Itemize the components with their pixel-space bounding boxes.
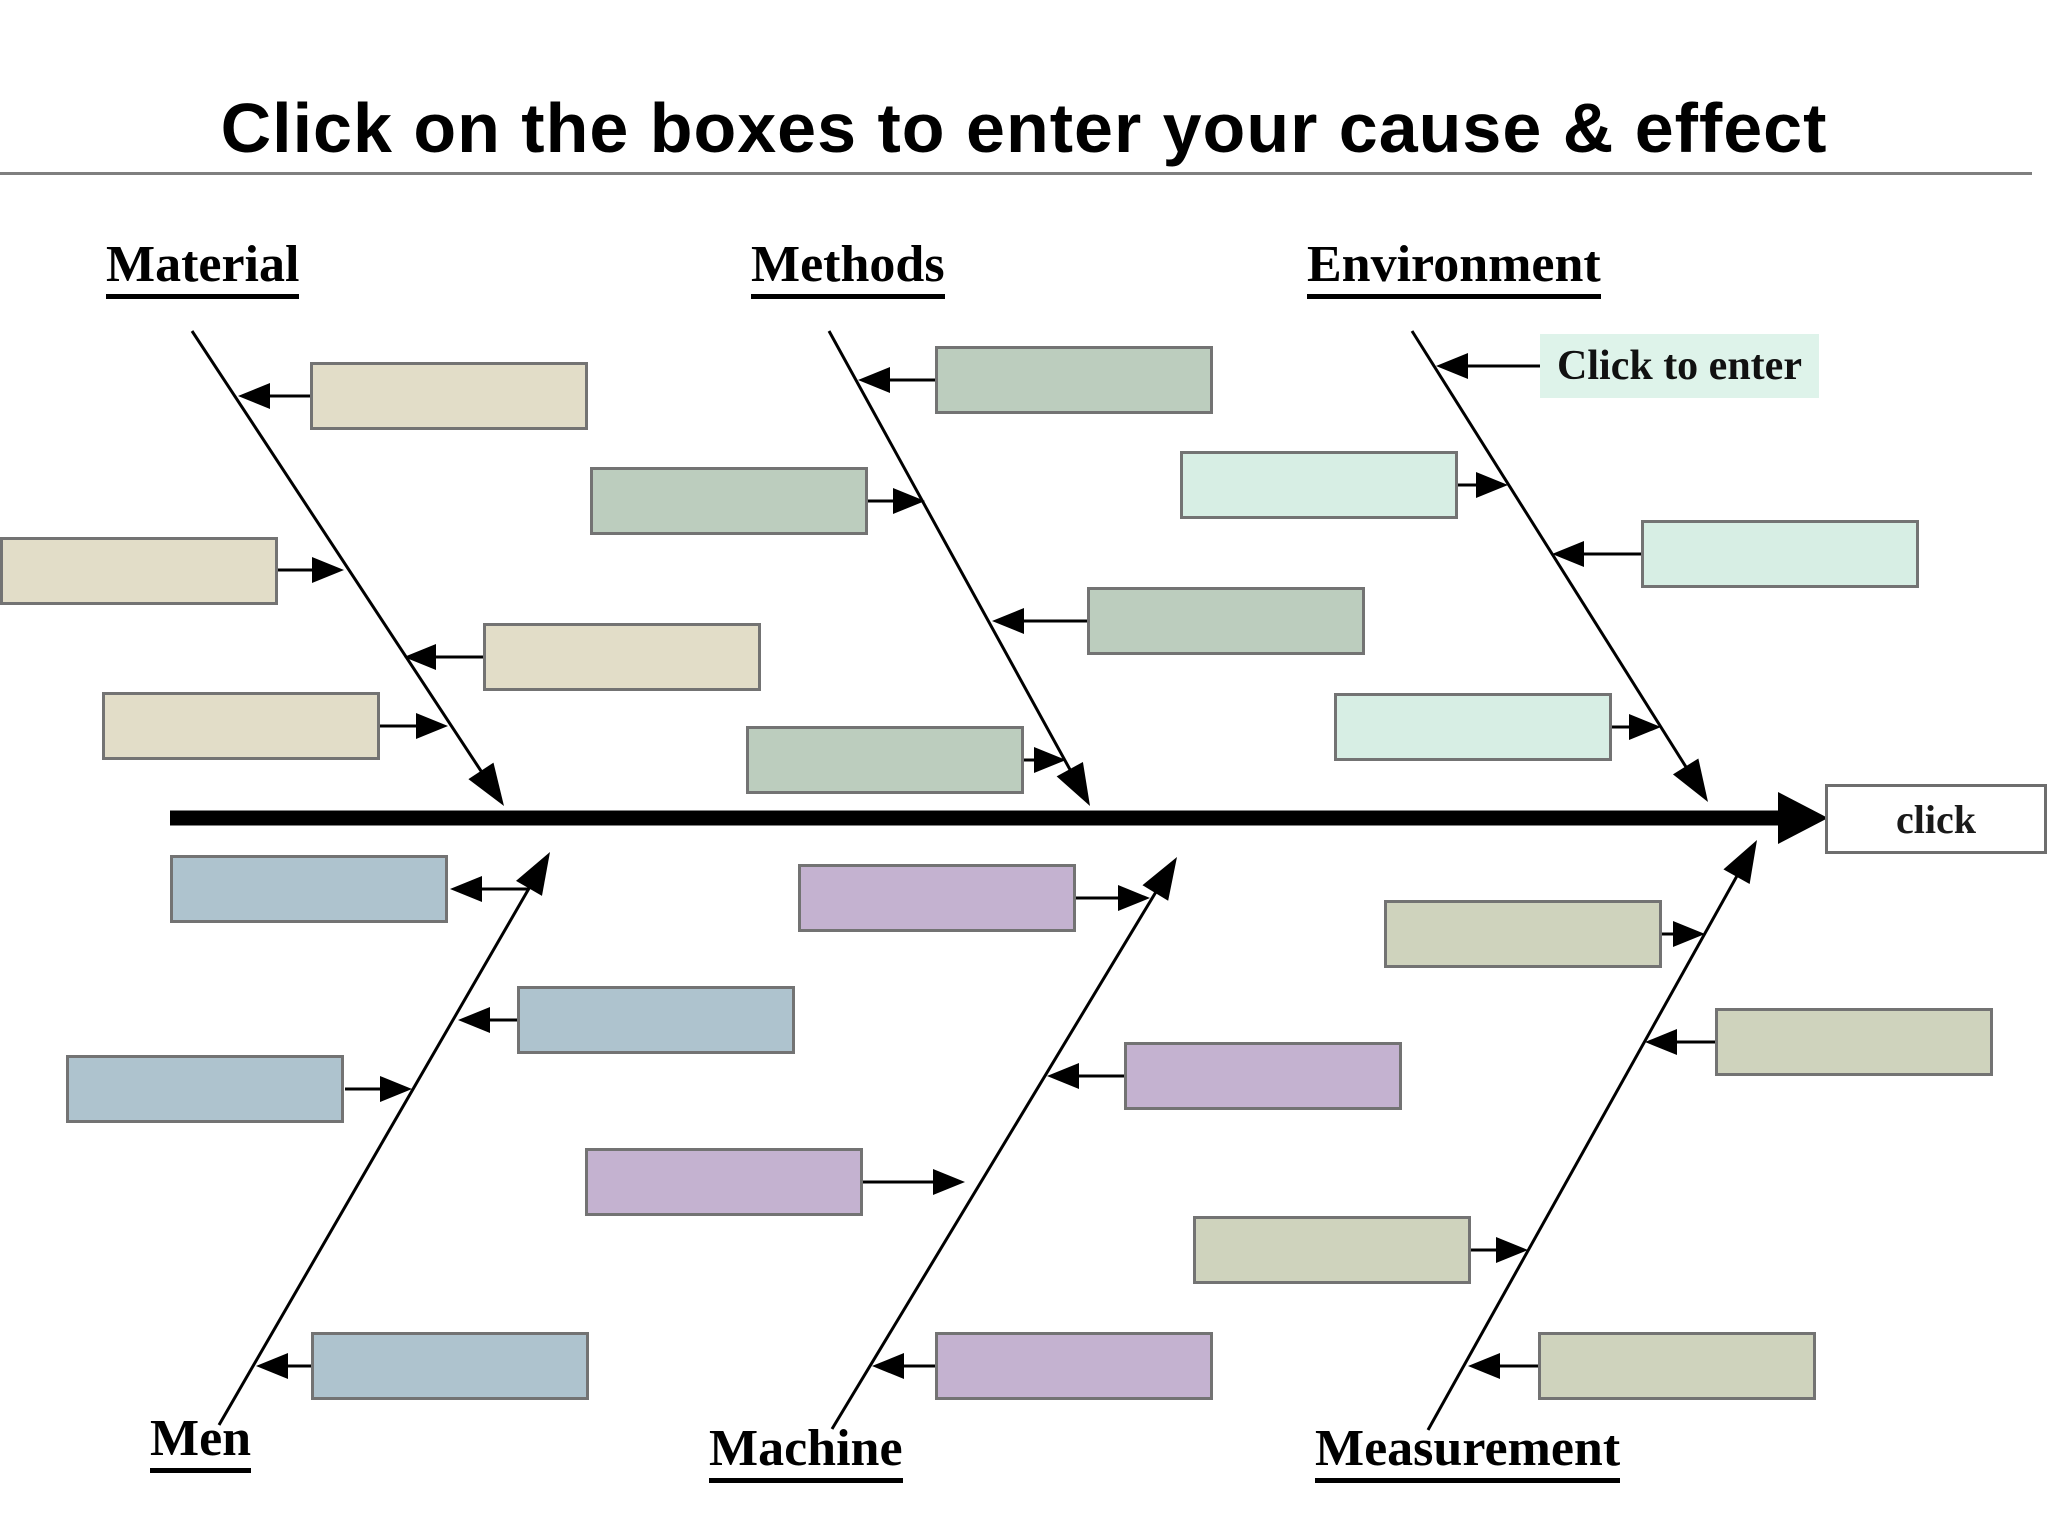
environment-cause-2-arrowhead bbox=[1552, 541, 1584, 567]
category-label-environment: Environment bbox=[1307, 237, 1601, 299]
methods-rib-arrowhead bbox=[1056, 761, 1090, 806]
cause-box-machine-3[interactable] bbox=[585, 1148, 863, 1216]
men-cause-4-arrowhead bbox=[256, 1353, 288, 1379]
measurement-cause-4-arrowhead bbox=[1468, 1353, 1500, 1379]
cause-box-environment-3[interactable] bbox=[1334, 693, 1612, 761]
machine-rib-arrowhead bbox=[1142, 857, 1177, 901]
methods-cause-4-arrowhead bbox=[1034, 747, 1066, 773]
cause-box-material-4[interactable] bbox=[102, 692, 380, 760]
men-cause-3-arrowhead bbox=[380, 1076, 412, 1102]
cause-box-environment-1[interactable] bbox=[1180, 451, 1458, 519]
machine-cause-4-arrowhead bbox=[872, 1353, 904, 1379]
cause-box-methods-2[interactable] bbox=[590, 467, 868, 535]
environment-rib-arrowhead bbox=[1672, 758, 1708, 802]
cause-box-methods-3[interactable] bbox=[1087, 587, 1365, 655]
cause-box-machine-2[interactable] bbox=[1124, 1042, 1402, 1110]
cause-box-measurement-2[interactable] bbox=[1715, 1008, 1993, 1076]
material-rib-arrowhead bbox=[468, 762, 504, 806]
cause-box-men-3[interactable] bbox=[66, 1055, 344, 1123]
machine-rib-line bbox=[830, 874, 1168, 1430]
category-label-methods: Methods bbox=[751, 237, 945, 299]
cause-box-machine-1[interactable] bbox=[798, 864, 1076, 932]
callout-arrowhead bbox=[1436, 353, 1468, 379]
category-label-material: Material bbox=[106, 237, 300, 299]
effect-click-box[interactable]: click bbox=[1825, 784, 2047, 854]
cause-box-men-2[interactable] bbox=[517, 986, 795, 1054]
cause-box-methods-4[interactable] bbox=[746, 726, 1024, 794]
machine-cause-1-arrowhead bbox=[1118, 885, 1150, 911]
cause-box-machine-4[interactable] bbox=[935, 1332, 1213, 1400]
environment-cause-3-arrowhead bbox=[1629, 714, 1661, 740]
cause-box-men-1[interactable] bbox=[170, 855, 448, 923]
men-cause-2-arrowhead bbox=[458, 1007, 490, 1033]
men-rib-line bbox=[217, 869, 541, 1426]
category-label-machine: Machine bbox=[709, 1421, 903, 1483]
cause-box-material-2[interactable] bbox=[0, 537, 278, 605]
measurement-cause-1-arrowhead bbox=[1673, 921, 1705, 947]
men-rib-arrowhead bbox=[516, 852, 550, 896]
page-title: Click on the boxes to enter your cause &… bbox=[220, 89, 1828, 167]
methods-cause-3-arrowhead bbox=[992, 608, 1024, 634]
title-divider bbox=[0, 172, 2032, 175]
measurement-cause-3-arrowhead bbox=[1496, 1237, 1528, 1263]
methods-rib-line bbox=[827, 330, 1082, 789]
measurement-cause-2-arrowhead bbox=[1645, 1029, 1677, 1055]
material-cause-4-arrowhead bbox=[416, 713, 448, 739]
cause-box-material-3[interactable] bbox=[483, 623, 761, 691]
cause-box-measurement-3[interactable] bbox=[1193, 1216, 1471, 1284]
cause-box-methods-1[interactable] bbox=[935, 346, 1213, 414]
measurement-rib-line bbox=[1426, 857, 1749, 1431]
material-cause-1-arrowhead bbox=[238, 383, 270, 409]
spine-arrowhead bbox=[1778, 792, 1828, 844]
men-cause-1-arrowhead bbox=[450, 876, 482, 902]
machine-cause-2-arrowhead bbox=[1047, 1063, 1079, 1089]
methods-cause-1-arrowhead bbox=[858, 367, 890, 393]
category-label-men: Men bbox=[150, 1411, 252, 1473]
environment-rib-line bbox=[1410, 330, 1699, 786]
machine-cause-3-arrowhead bbox=[933, 1169, 965, 1195]
click-to-enter-callout[interactable]: Click to enter bbox=[1540, 334, 1819, 398]
material-cause-3-arrowhead bbox=[404, 644, 436, 670]
environment-cause-1-arrowhead bbox=[1476, 472, 1508, 498]
cause-box-measurement-4[interactable] bbox=[1538, 1332, 1816, 1400]
cause-box-material-1[interactable] bbox=[310, 362, 588, 430]
material-rib-line bbox=[190, 330, 494, 790]
methods-cause-2-arrowhead bbox=[893, 488, 925, 514]
measurement-rib-arrowhead bbox=[1723, 840, 1757, 884]
cause-box-men-4[interactable] bbox=[311, 1332, 589, 1400]
category-label-measurement: Measurement bbox=[1315, 1421, 1621, 1483]
cause-box-measurement-1[interactable] bbox=[1384, 900, 1662, 968]
material-cause-2-arrowhead bbox=[312, 557, 344, 583]
spine-line bbox=[170, 810, 1778, 826]
cause-box-environment-2[interactable] bbox=[1641, 520, 1919, 588]
